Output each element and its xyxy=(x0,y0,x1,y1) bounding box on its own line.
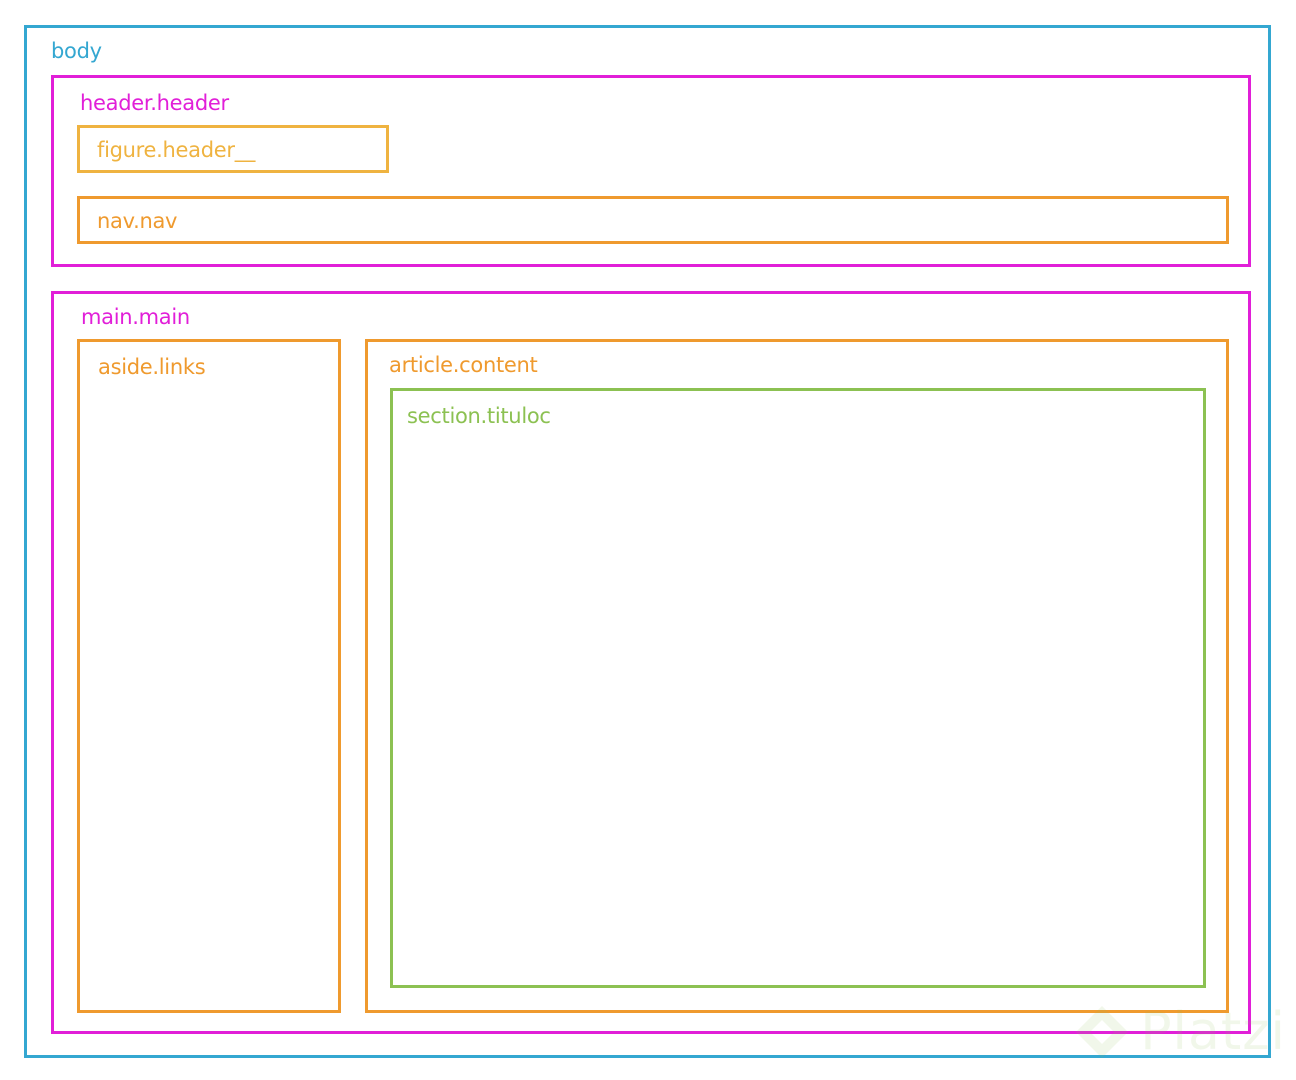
nav-box: nav.nav xyxy=(77,196,1229,244)
main-label: main.main xyxy=(81,305,190,329)
article-label: article.content xyxy=(389,353,538,377)
watermark-text: Platzi xyxy=(1140,1002,1286,1062)
header-box: header.header figure.header__ nav.nav xyxy=(51,75,1251,267)
aside-box: aside.links xyxy=(77,339,341,1013)
nav-label: nav.nav xyxy=(97,209,178,233)
article-box: article.content section.tituloc xyxy=(365,339,1229,1013)
platzi-watermark: Platzi xyxy=(1072,1002,1286,1062)
header-label: header.header xyxy=(80,91,229,115)
main-box: main.main aside.links article.content se… xyxy=(51,291,1251,1034)
body-box: body header.header figure.header__ nav.n… xyxy=(24,25,1271,1058)
body-label: body xyxy=(51,39,102,63)
section-box: section.tituloc xyxy=(390,388,1206,988)
figure-label: figure.header__ xyxy=(97,138,256,162)
platzi-logo-icon xyxy=(1076,1006,1129,1058)
figure-box: figure.header__ xyxy=(77,125,389,173)
aside-label: aside.links xyxy=(98,355,206,379)
section-label: section.tituloc xyxy=(407,404,551,428)
